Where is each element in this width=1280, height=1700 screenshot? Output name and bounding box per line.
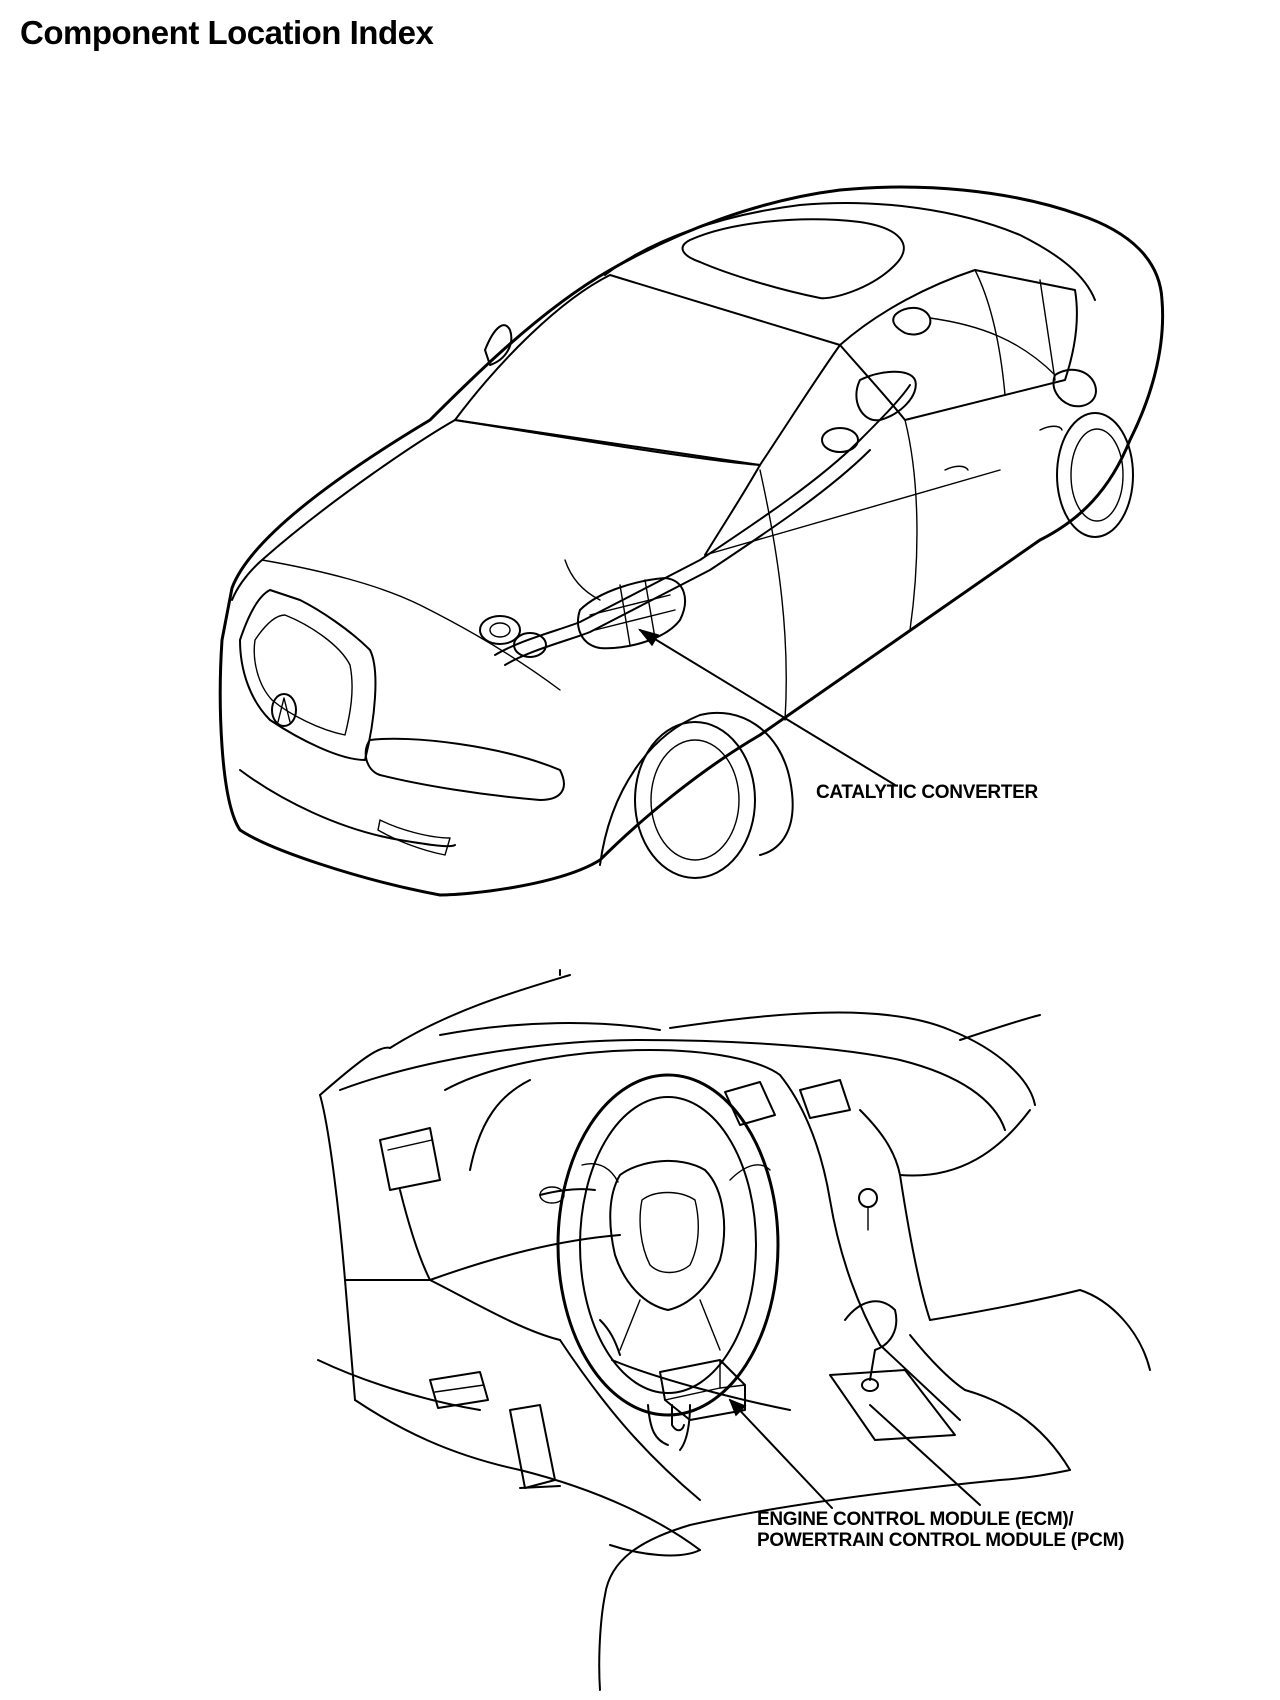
car-illustration: [218, 185, 1165, 897]
ecm-pcm-label: ENGINE CONTROL MODULE (ECM)/ POWERTRAIN …: [757, 1509, 1124, 1551]
ecm-label-line-2: POWERTRAIN CONTROL MODULE (PCM): [757, 1530, 1125, 1551]
catalytic-converter-label: CATALYTIC CONVERTER: [816, 782, 1038, 803]
page-title: Component Location Index: [20, 14, 434, 51]
ecm-label-line-1: ENGINE CONTROL MODULE (ECM)/: [757, 1509, 1074, 1530]
